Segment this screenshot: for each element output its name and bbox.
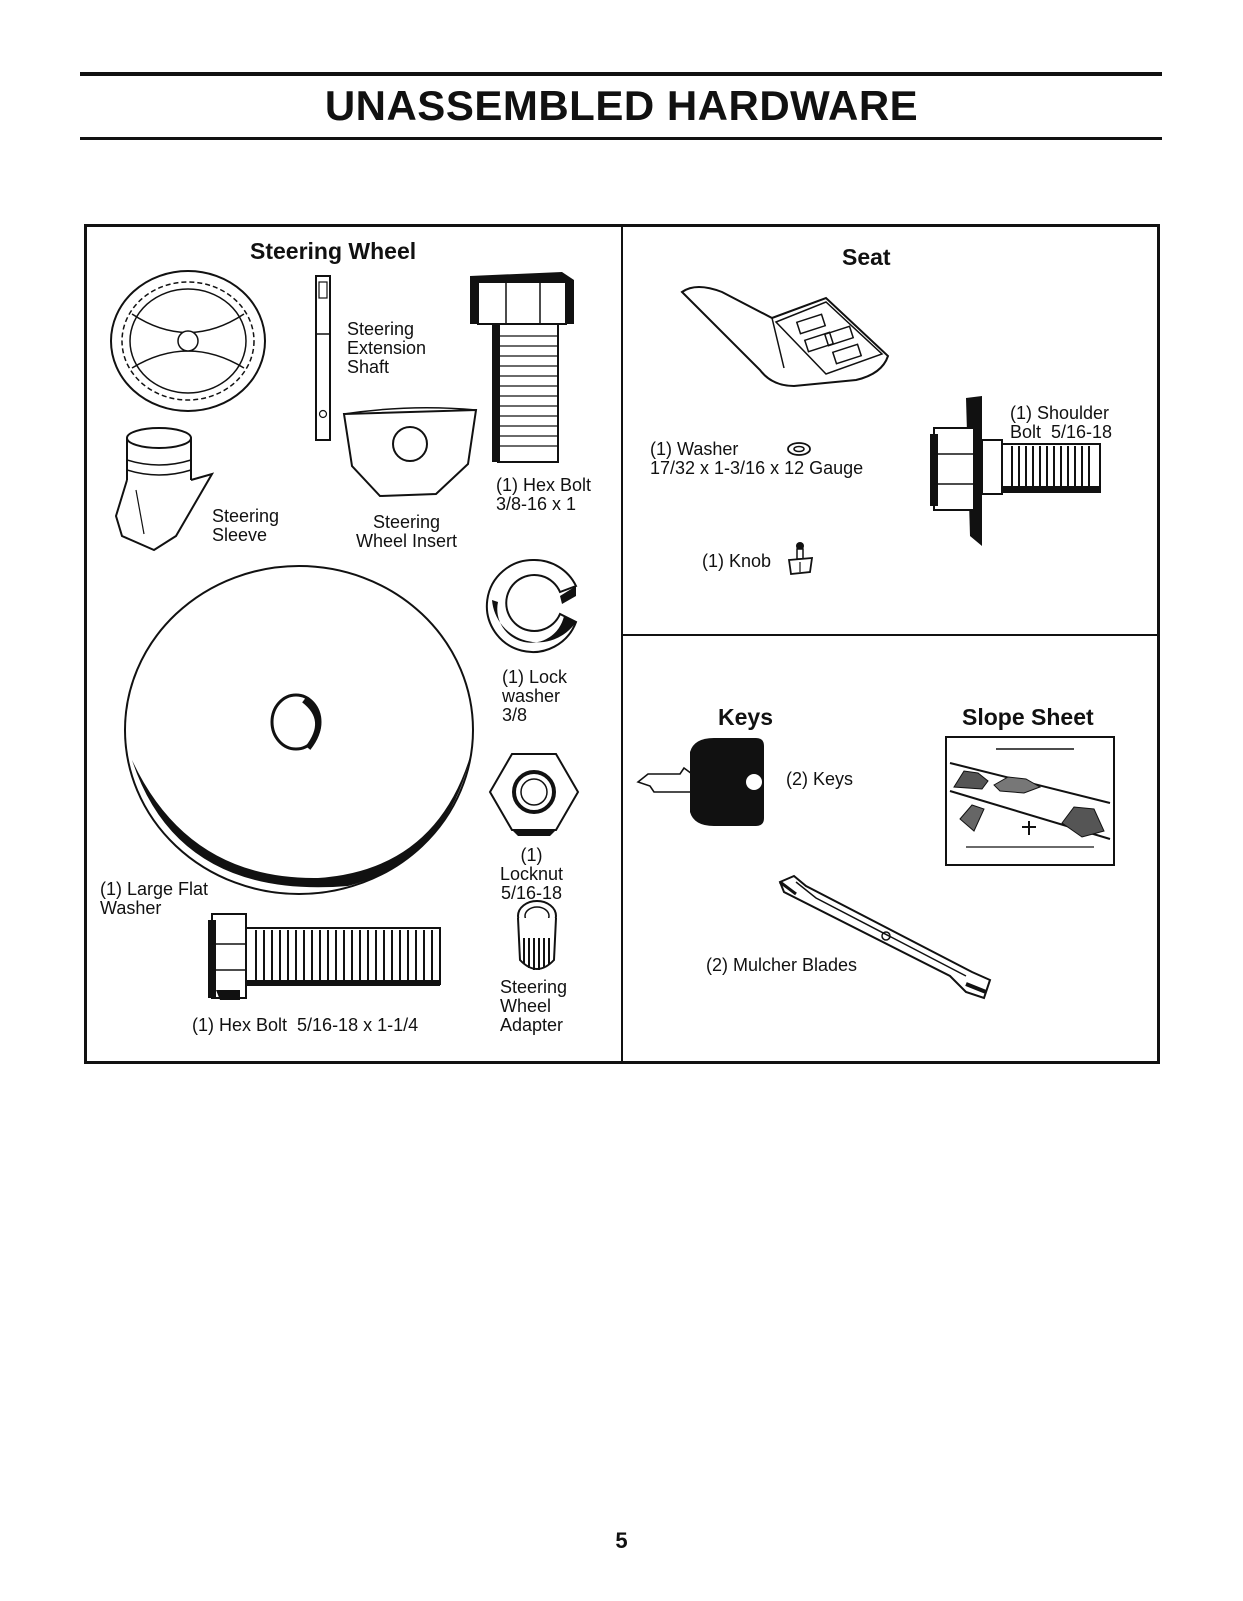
keys-label: (2) Keys xyxy=(786,769,854,789)
mulcher-blades-label: (2) Mulcher Blades xyxy=(706,955,858,975)
hex-bolt-large-icon xyxy=(470,272,574,463)
large-flat-washer-icon xyxy=(124,565,474,895)
seat-icon xyxy=(680,286,890,388)
steering-extension-shaft-label: Steering Extension Shaft xyxy=(347,319,427,377)
steering-wheel-insert-icon xyxy=(342,407,478,498)
steering-wheel-insert-label: Steering Wheel Insert xyxy=(356,512,458,551)
hex-bolt-small-label: (1) Hex Bolt 5/16-18 x 1-1/4 xyxy=(192,1015,419,1035)
key-icon xyxy=(636,738,764,826)
keys-heading: Keys xyxy=(718,704,773,730)
washer-icon xyxy=(787,442,811,456)
steering-extension-shaft-icon xyxy=(315,275,331,441)
knob-label: (1) Knob xyxy=(702,551,772,571)
steering-wheel-icon xyxy=(110,270,266,412)
panel-divider-horizontal xyxy=(623,634,1160,636)
steering-sleeve-icon xyxy=(114,427,215,552)
shoulder-bolt-icon xyxy=(930,396,1101,546)
title-rule-top xyxy=(80,72,1162,76)
knob-icon xyxy=(787,542,814,575)
page-number: 5 xyxy=(615,1528,628,1553)
steering-wheel-adapter-icon xyxy=(517,900,557,970)
lock-washer-icon xyxy=(485,558,578,653)
shoulder-bolt-label: (1) Shoulder Bolt 5/16-18 xyxy=(1010,403,1113,442)
slope-sheet-heading: Slope Sheet xyxy=(962,704,1094,730)
mulcher-blade-icon xyxy=(778,874,992,1000)
slope-sheet-icon xyxy=(945,736,1115,866)
hex-bolt-small-icon xyxy=(208,913,441,1000)
seat-heading: Seat xyxy=(842,244,891,270)
locknut-label: (1) Locknut 5/16-18 xyxy=(500,845,564,903)
hex-bolt-large-label: (1) Hex Bolt 3/8-16 x 1 xyxy=(496,475,592,514)
locknut-icon xyxy=(488,753,580,836)
steering-wheel-heading: Steering Wheel xyxy=(250,238,417,264)
lock-washer-label: (1) Lock washer 3/8 xyxy=(502,667,568,725)
steering-sleeve-label: Steering Sleeve xyxy=(212,506,280,545)
title-rule-bottom xyxy=(80,137,1162,140)
panel-divider-vertical xyxy=(621,224,623,1064)
steering-wheel-adapter-label: Steering Wheel Adapter xyxy=(500,977,568,1035)
page-title: UNASSEMBLED HARDWARE xyxy=(324,82,919,129)
large-flat-washer-label: (1) Large Flat Washer xyxy=(100,879,209,918)
seat-washer-label: (1) Washer 17/32 x 1-3/16 x 12 Gauge xyxy=(650,439,864,478)
